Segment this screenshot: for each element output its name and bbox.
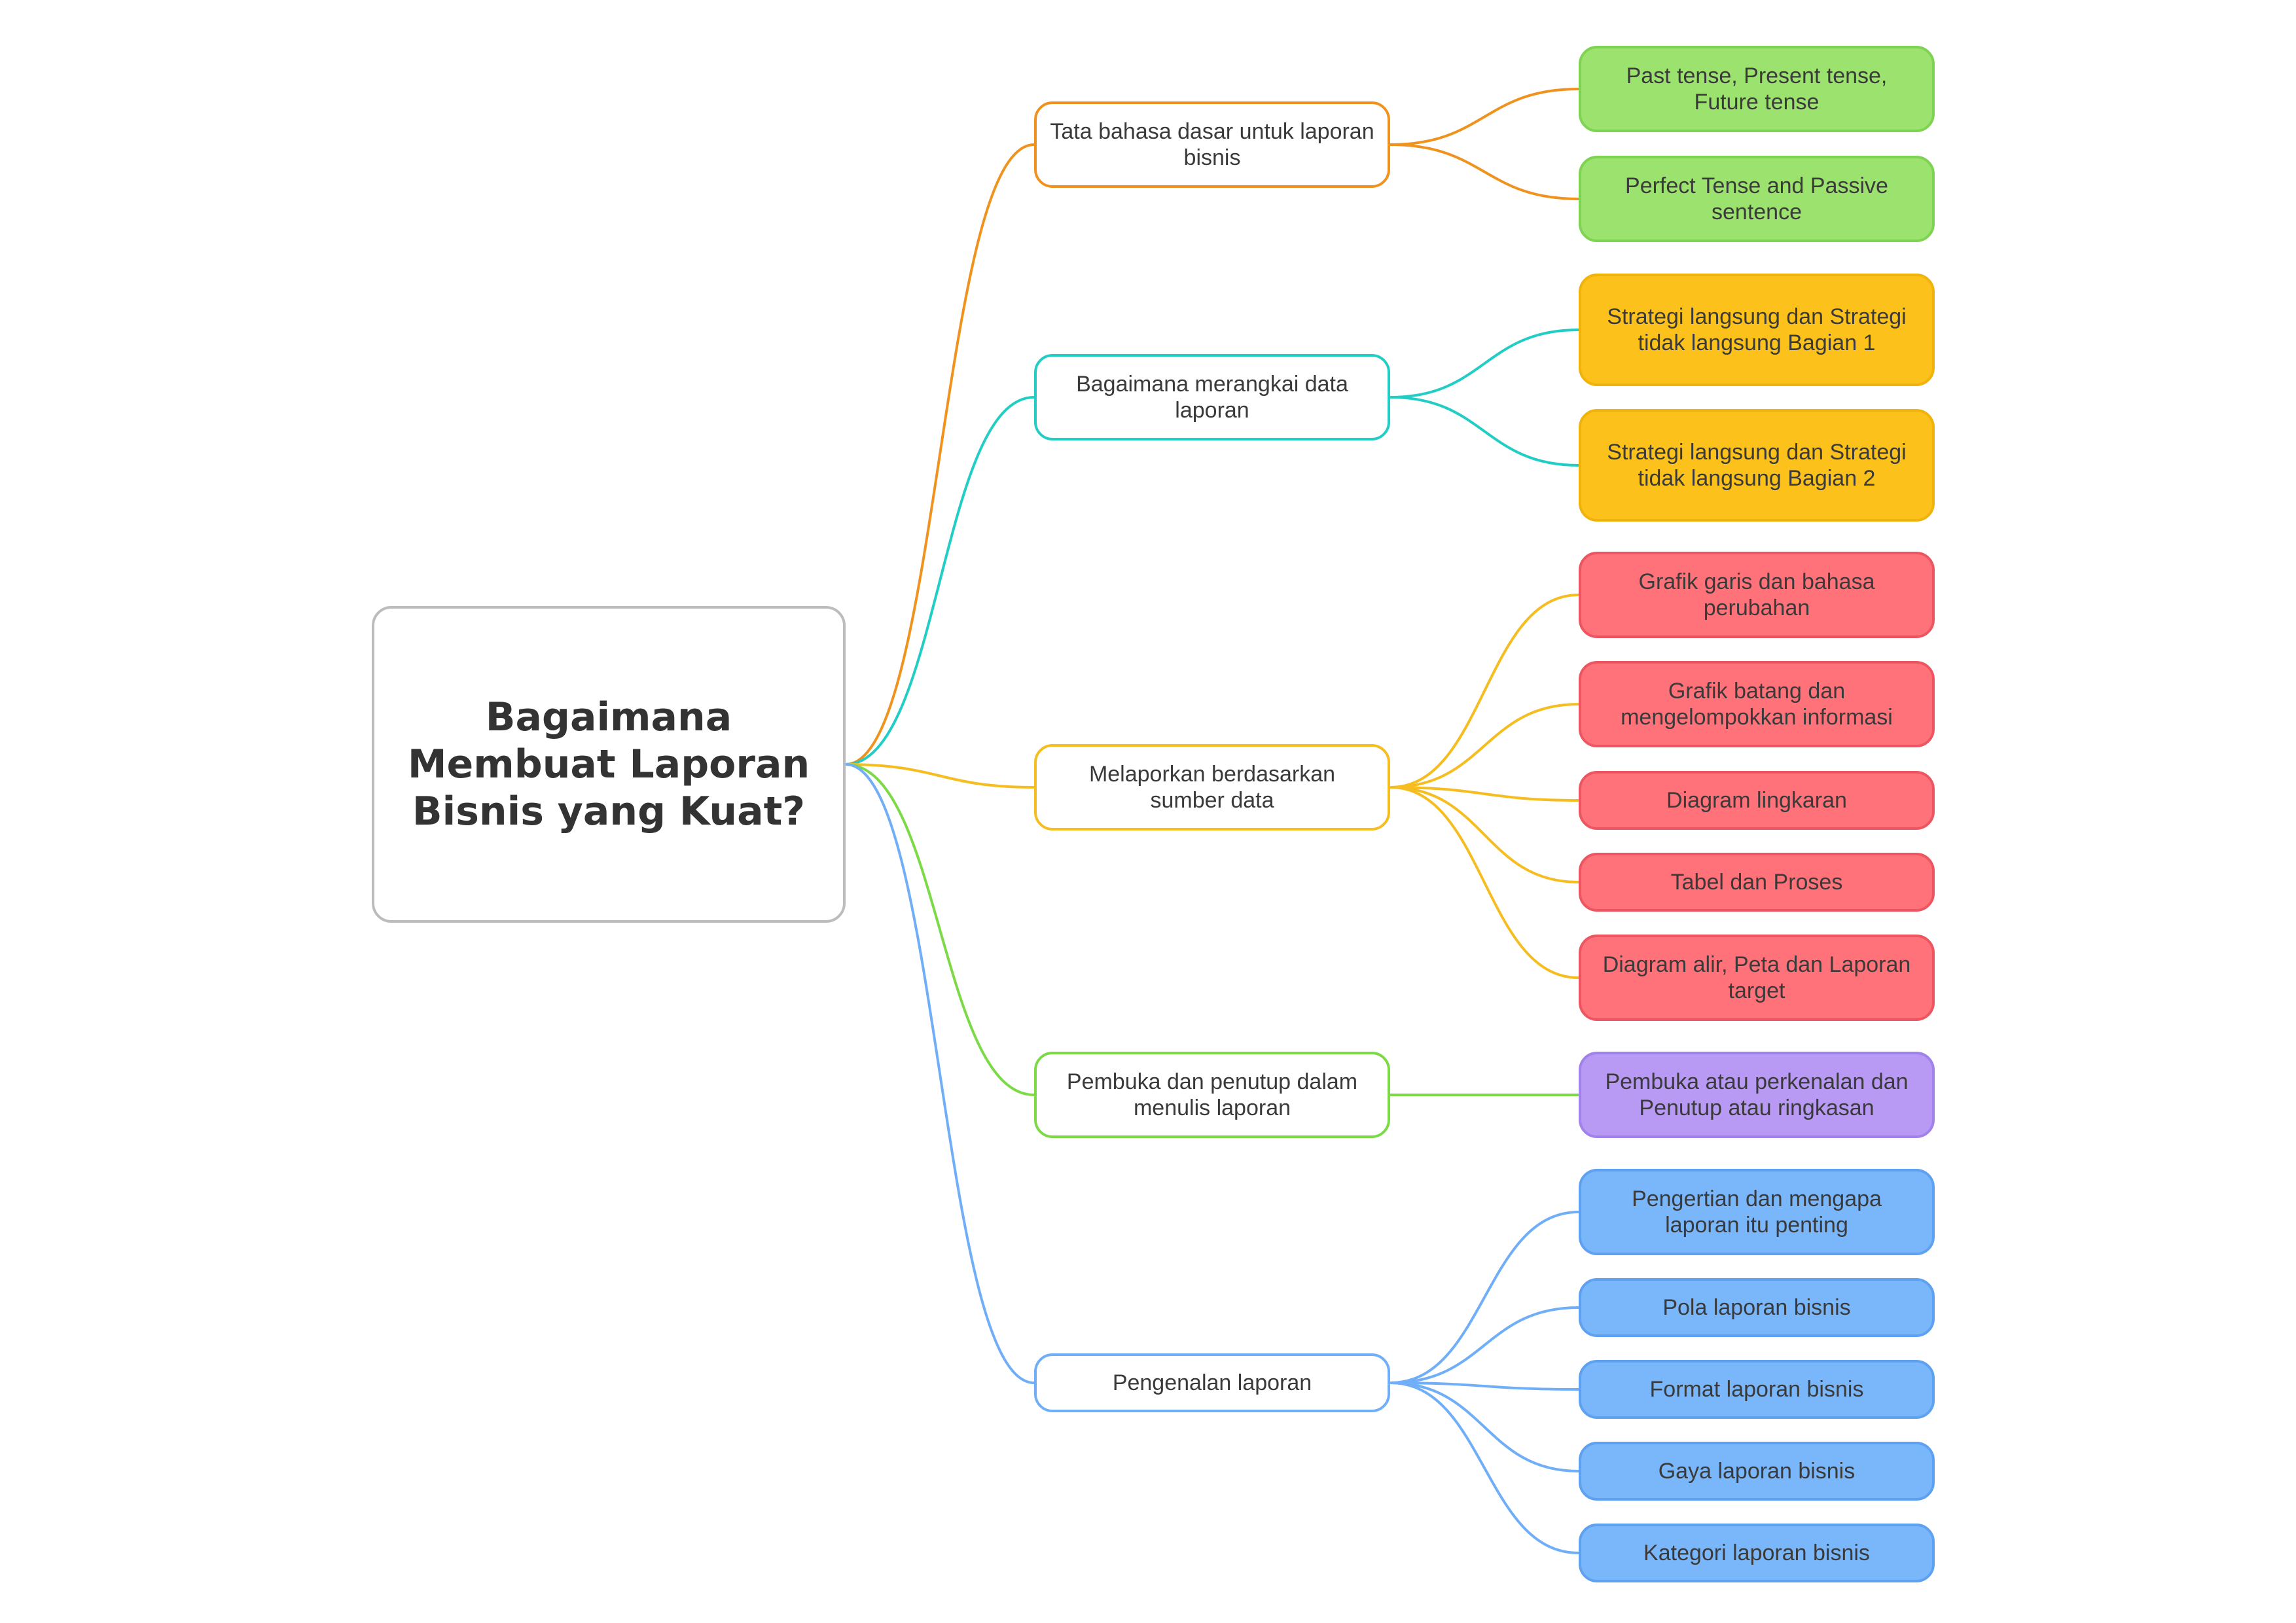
branch-label: Pembuka dan penutup dalam menulis lapora…: [1066, 1069, 1358, 1120]
leaf-connector: [1389, 396, 1580, 467]
leaf-connector: [1389, 143, 1580, 200]
leaf-node[interactable]: Perfect Tense and Passive sentence: [1579, 156, 1935, 242]
branch-node[interactable]: Tata bahasa dasar untuk laporan bisnis: [1034, 101, 1390, 188]
leaf-node[interactable]: Kategori laporan bisnis: [1579, 1524, 1935, 1582]
leaf-label: Tabel dan Proses: [1670, 870, 1843, 895]
leaf-connector: [1389, 594, 1580, 789]
root-connector: [844, 143, 1035, 766]
leaf-node[interactable]: Strategi langsung dan Strategi tidak lan…: [1579, 274, 1935, 386]
leaf-node[interactable]: Diagram lingkaran: [1579, 771, 1935, 830]
leaf-node[interactable]: Strategi langsung dan Strategi tidak lan…: [1579, 409, 1935, 522]
leaf-node[interactable]: Pembuka atau perkenalan dan Penutup atau…: [1579, 1052, 1935, 1138]
leaf-connector: [1389, 703, 1580, 789]
root-connector: [844, 763, 1035, 789]
leaf-connector: [1389, 1382, 1580, 1472]
leaf-connector: [1389, 1382, 1580, 1554]
leaf-node[interactable]: Past tense, Present tense, Future tense: [1579, 46, 1935, 132]
leaf-connector: [1389, 1382, 1580, 1391]
leaf-node[interactable]: Format laporan bisnis: [1579, 1360, 1935, 1419]
leaf-label: Past tense, Present tense, Future tense: [1626, 63, 1888, 115]
leaf-connector: [1389, 1211, 1580, 1384]
leaf-node[interactable]: Pola laporan bisnis: [1579, 1278, 1935, 1337]
leaf-label: Diagram alir, Peta dan Laporan target: [1602, 952, 1911, 1003]
leaf-connector: [1389, 88, 1580, 146]
leaf-connector: [1389, 329, 1580, 399]
leaf-label: Perfect Tense and Passive sentence: [1625, 173, 1888, 224]
leaf-node[interactable]: Grafik garis dan bahasa perubahan: [1579, 552, 1935, 638]
branch-node[interactable]: Melaporkan berdasarkan sumber data: [1034, 744, 1390, 830]
branch-label: Tata bahasa dasar untuk laporan bisnis: [1050, 119, 1374, 170]
branch-node[interactable]: Bagaimana merangkai data laporan: [1034, 354, 1390, 440]
leaf-node[interactable]: Diagram alir, Peta dan Laporan target: [1579, 935, 1935, 1021]
leaf-connector: [1389, 1306, 1580, 1384]
leaf-label: Grafik garis dan bahasa perubahan: [1638, 569, 1875, 620]
branch-label: Pengenalan laporan: [1112, 1370, 1312, 1395]
central-topic[interactable]: Bagaimana Membuat Laporan Bisnis yang Ku…: [372, 606, 846, 923]
branch-node[interactable]: Pembuka dan penutup dalam menulis lapora…: [1034, 1052, 1390, 1138]
leaf-connector: [1389, 786, 1580, 883]
leaf-label: Format laporan bisnis: [1649, 1377, 1864, 1402]
leaf-connector: [1389, 786, 1580, 979]
leaf-label: Grafik batang dan mengelompokkan informa…: [1621, 679, 1893, 730]
leaf-node[interactable]: Pengertian dan mengapa laporan itu penti…: [1579, 1169, 1935, 1255]
leaf-label: Strategi langsung dan Strategi tidak lan…: [1607, 440, 1907, 491]
leaf-label: Pola laporan bisnis: [1662, 1295, 1851, 1320]
leaf-node[interactable]: Grafik batang dan mengelompokkan informa…: [1579, 661, 1935, 747]
leaf-label: Strategi langsung dan Strategi tidak lan…: [1607, 304, 1907, 355]
central-topic-label: Bagaimana Membuat Laporan Bisnis yang Ku…: [407, 694, 810, 834]
leaf-label: Kategori laporan bisnis: [1643, 1541, 1870, 1565]
root-connector: [844, 396, 1035, 766]
branch-label: Bagaimana merangkai data laporan: [1076, 372, 1348, 423]
leaf-label: Pengertian dan mengapa laporan itu penti…: [1632, 1186, 1882, 1238]
branch-label: Melaporkan berdasarkan sumber data: [1088, 762, 1336, 813]
root-connector: [844, 763, 1035, 1096]
branch-node[interactable]: Pengenalan laporan: [1034, 1353, 1390, 1412]
leaf-connector: [1389, 786, 1580, 802]
leaf-label: Pembuka atau perkenalan dan Penutup atau…: [1605, 1069, 1909, 1120]
leaf-node[interactable]: Tabel dan Proses: [1579, 853, 1935, 912]
leaf-label: Gaya laporan bisnis: [1658, 1459, 1856, 1484]
leaf-node[interactable]: Gaya laporan bisnis: [1579, 1442, 1935, 1501]
root-connector: [844, 763, 1035, 1384]
leaf-label: Diagram lingkaran: [1666, 788, 1847, 813]
